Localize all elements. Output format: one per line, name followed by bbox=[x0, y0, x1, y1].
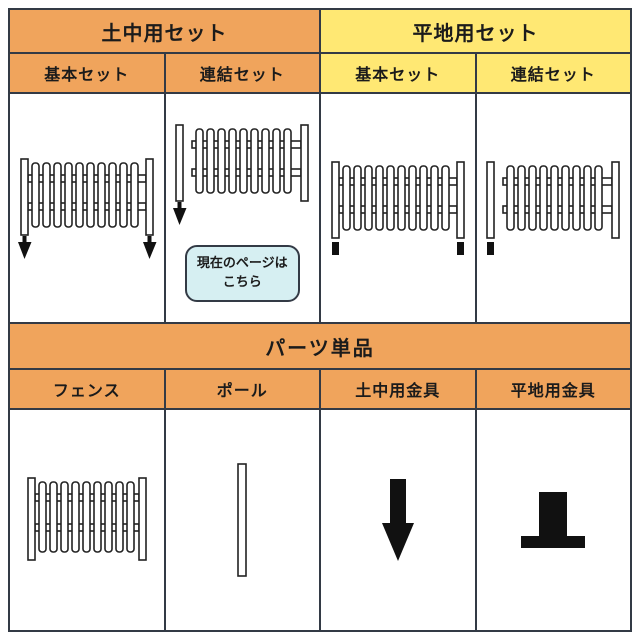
sub-header-row: 基本セット 連結セット 基本セット 連結セット bbox=[8, 52, 632, 94]
fence-with-two-flat-mounts-icon bbox=[330, 161, 465, 255]
cell-part-flat-fitting[interactable] bbox=[474, 408, 632, 632]
tab-ground-link-set[interactable]: 連結セット bbox=[163, 52, 321, 94]
set-illustration-row: 現在のページは こちら bbox=[8, 92, 632, 324]
header-flat-set: 平地用セット bbox=[319, 8, 632, 54]
tab-flat-basic-set[interactable]: 基本セット bbox=[319, 52, 477, 94]
parts-illustration-row bbox=[8, 408, 632, 632]
tab-part-pole[interactable]: ポール bbox=[163, 368, 321, 410]
tab-part-ground-fitting[interactable]: 土中用金具 bbox=[319, 368, 477, 410]
pole-with-ground-spike-and-fence-icon bbox=[173, 123, 310, 225]
cell-part-ground-fitting[interactable] bbox=[319, 408, 477, 632]
tab-part-fence[interactable]: フェンス bbox=[8, 368, 166, 410]
picket-fence-icon bbox=[26, 477, 147, 561]
current-page-badge-line2: こちら bbox=[222, 275, 262, 290]
cell-part-pole[interactable] bbox=[163, 408, 321, 632]
cell-flat-link-set[interactable] bbox=[474, 92, 632, 324]
cell-ground-basic-set[interactable] bbox=[8, 92, 166, 324]
product-category-table: 土中用セット 平地用セット 基本セット 連結セット 基本セット 連結セット bbox=[8, 8, 632, 632]
ground-spike-fitting-icon bbox=[381, 479, 414, 561]
tab-part-flat-fitting[interactable]: 平地用金具 bbox=[474, 368, 632, 410]
current-page-badge: 現在のページは こちら bbox=[184, 244, 300, 302]
group-header-row: 土中用セット 平地用セット bbox=[8, 8, 632, 54]
header-parts-single: パーツ単品 bbox=[8, 322, 632, 370]
tab-flat-link-set[interactable]: 連結セット bbox=[474, 52, 632, 94]
cell-flat-basic-set[interactable] bbox=[319, 92, 477, 324]
cell-part-fence[interactable] bbox=[8, 408, 166, 632]
parts-header-row: パーツ単品 bbox=[8, 322, 632, 370]
pole-icon bbox=[237, 463, 248, 577]
cell-ground-link-set[interactable]: 現在のページは こちら bbox=[163, 92, 321, 324]
current-page-badge-line1: 現在のページは bbox=[196, 255, 288, 271]
parts-sub-header-row: フェンス ポール 土中用金具 平地用金具 bbox=[8, 368, 632, 410]
pole-with-flat-mount-and-fence-icon bbox=[486, 161, 621, 255]
fence-with-two-ground-spikes-icon bbox=[17, 158, 157, 259]
flat-mount-fitting-icon bbox=[521, 492, 586, 548]
header-ground-set: 土中用セット bbox=[8, 8, 321, 54]
tab-ground-basic-set[interactable]: 基本セット bbox=[8, 52, 166, 94]
